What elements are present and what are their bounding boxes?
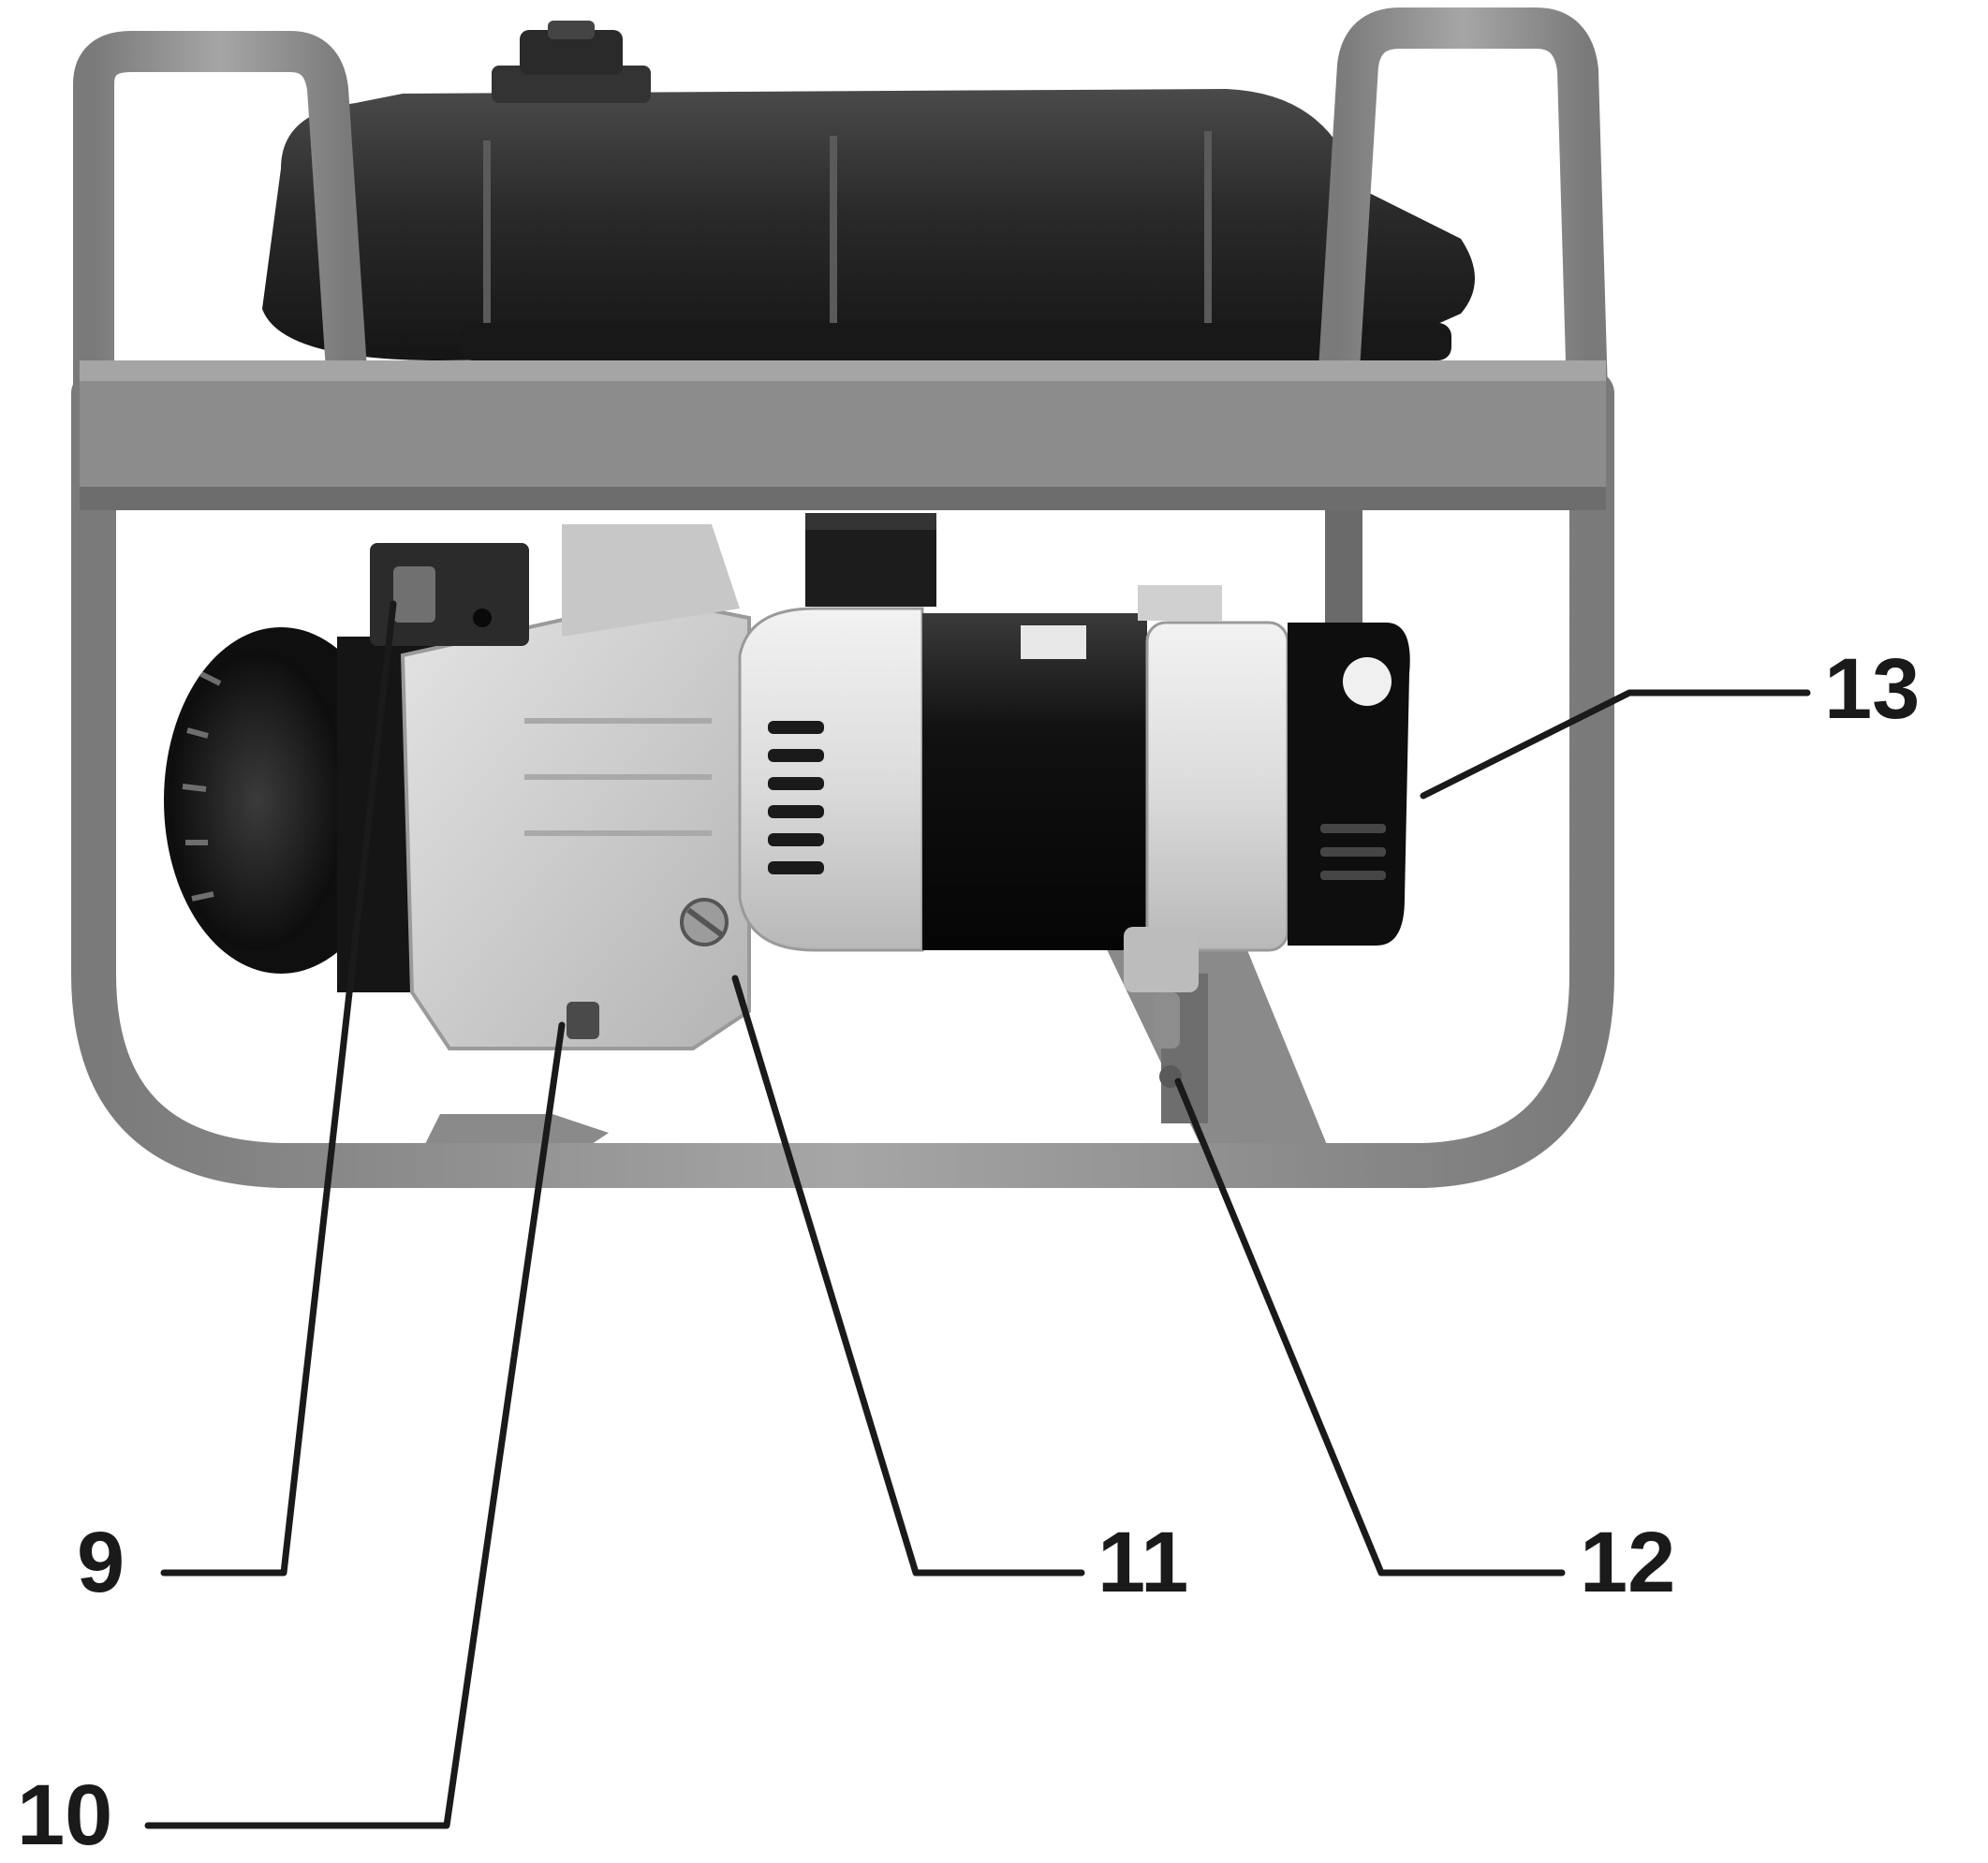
- leader-line-11: [731, 975, 1085, 1577]
- cooling-vents: [768, 721, 824, 874]
- leader-line-9: [160, 600, 397, 1577]
- callout-label-9: 9: [77, 1515, 125, 1610]
- oil-drain-plug: [567, 1002, 599, 1039]
- fuel-tank: [262, 21, 1475, 360]
- leader-line-13: [1420, 689, 1811, 799]
- alternator: [738, 585, 1410, 1088]
- oil-filler-cap: [680, 898, 729, 946]
- engine-switch: [370, 543, 529, 646]
- callout-label-12: 12: [1580, 1515, 1676, 1610]
- leader-line-12: [1174, 1078, 1566, 1577]
- fuel-cap: [492, 21, 651, 103]
- callout-label-11: 11: [1097, 1515, 1189, 1610]
- exhaust-pipe: [805, 513, 936, 607]
- callout-label-10: 10: [17, 1768, 113, 1863]
- ground-terminal: [1124, 927, 1199, 1088]
- leader-line-10: [144, 1021, 566, 1829]
- frame: [71, 7, 1614, 1188]
- frame-crossbeam: [80, 360, 1606, 510]
- callout-label-13: 13: [1824, 641, 1921, 737]
- engine-block: [370, 524, 751, 1050]
- leader-lines: [144, 600, 1811, 1829]
